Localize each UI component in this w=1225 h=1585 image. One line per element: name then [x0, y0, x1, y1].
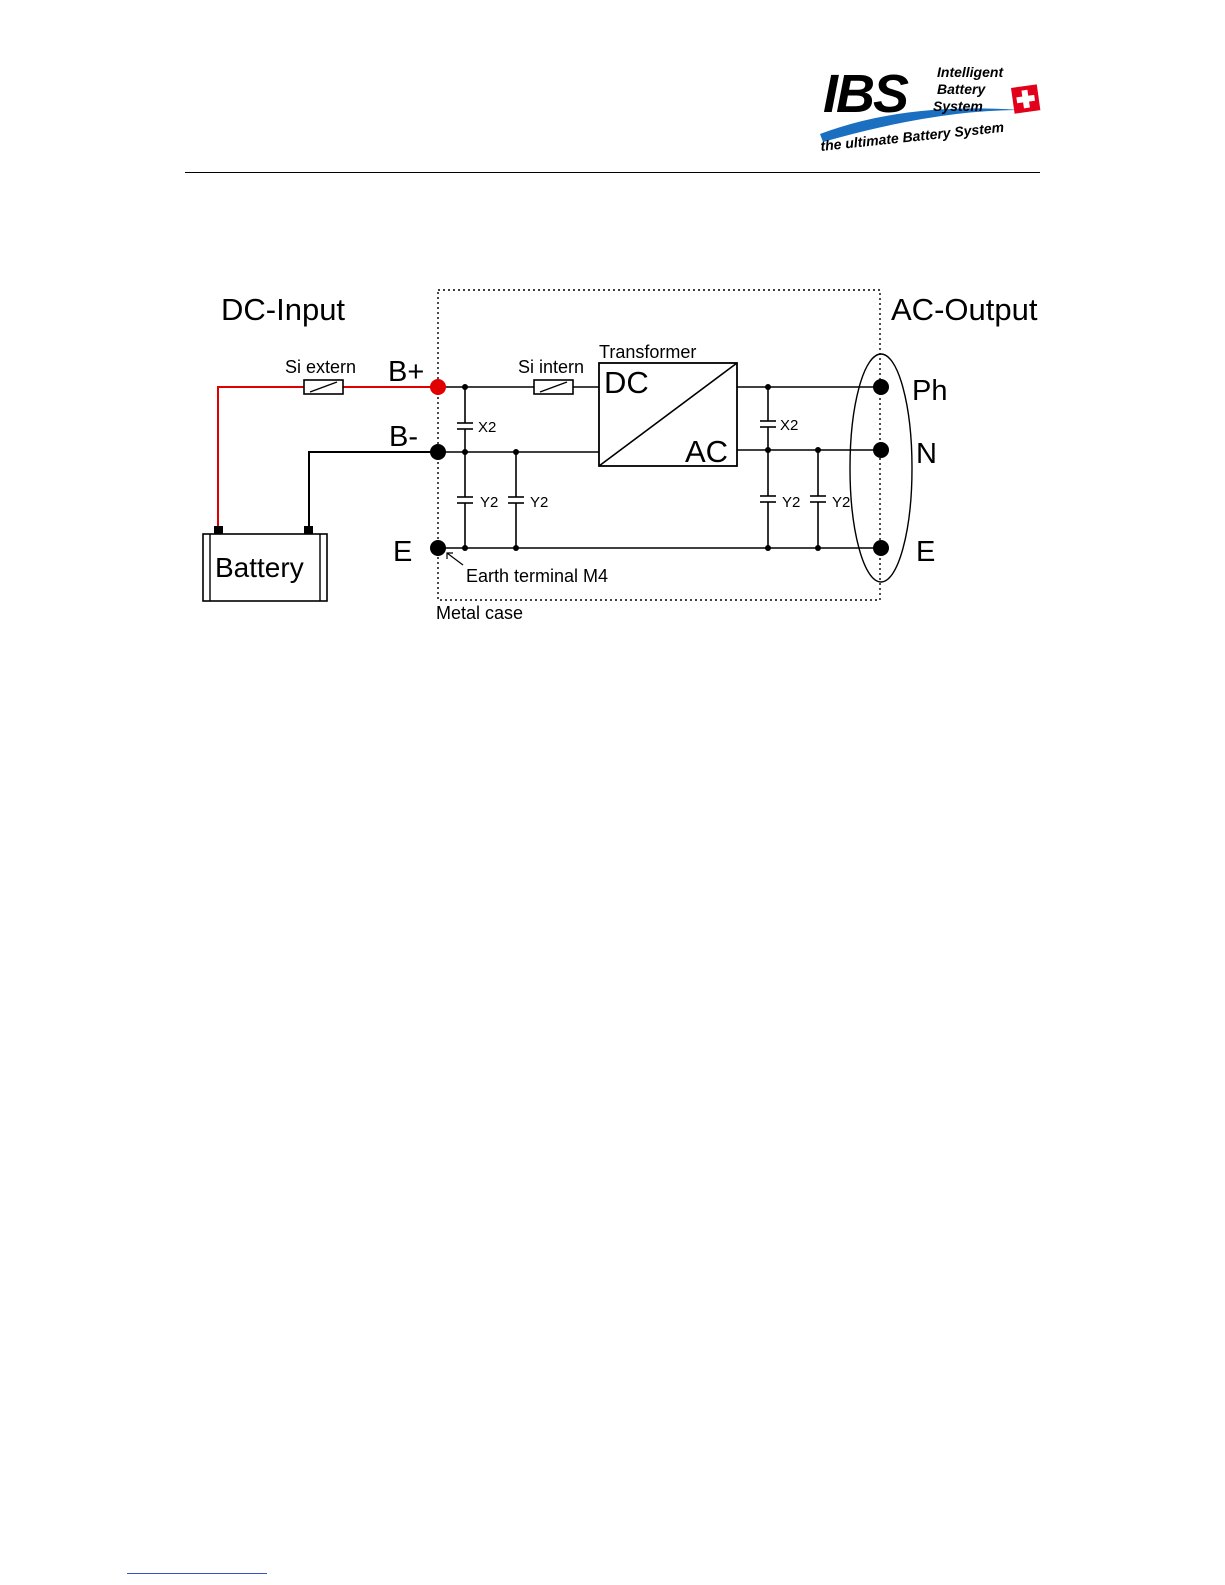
si-extern-label: Si extern [285, 357, 356, 377]
dc-label: DC [604, 365, 649, 400]
capacitor-y2-left-2 [508, 452, 524, 548]
negative-wire [309, 452, 438, 528]
e-right-label: E [916, 536, 935, 568]
capacitor-x2-left [457, 387, 473, 452]
e-left-label: E [393, 536, 412, 568]
si-intern-label: Si intern [518, 357, 584, 377]
b-plus-label: B+ [388, 356, 424, 388]
capacitor-y2-right-1 [760, 450, 776, 548]
y2-left-1-label: Y2 [480, 494, 498, 511]
x2-left-label: X2 [478, 419, 496, 436]
dc-input-label: DC-Input [221, 292, 345, 327]
y2-left-2-label: Y2 [530, 494, 548, 511]
terminal-n [873, 442, 889, 458]
capacitor-y2-left-1 [457, 452, 473, 548]
ac-label: AC [685, 434, 728, 469]
terminal-e-left [430, 540, 446, 556]
footnote-rule [127, 1573, 267, 1574]
transformer-label: Transformer [599, 342, 696, 362]
terminal-ph [873, 379, 889, 395]
earth-terminal-arrow [447, 553, 463, 565]
y2-right-1-label: Y2 [782, 494, 800, 511]
capacitor-y2-right-2 [810, 450, 826, 548]
terminal-b-plus [430, 379, 446, 395]
n-label: N [916, 438, 937, 470]
terminal-e-right [873, 540, 889, 556]
x2-right-label: X2 [780, 417, 798, 434]
ac-output-label: AC-Output [891, 292, 1038, 327]
earth-terminal-label: Earth terminal M4 [466, 566, 608, 586]
capacitor-x2-right [760, 387, 776, 450]
positive-wire [218, 387, 304, 528]
b-minus-label: B- [389, 421, 418, 453]
battery-label: Battery [215, 552, 304, 583]
metal-case-label: Metal case [436, 603, 523, 623]
ph-label: Ph [912, 375, 947, 407]
y2-right-2-label: Y2 [832, 494, 850, 511]
terminal-b-minus [430, 444, 446, 460]
